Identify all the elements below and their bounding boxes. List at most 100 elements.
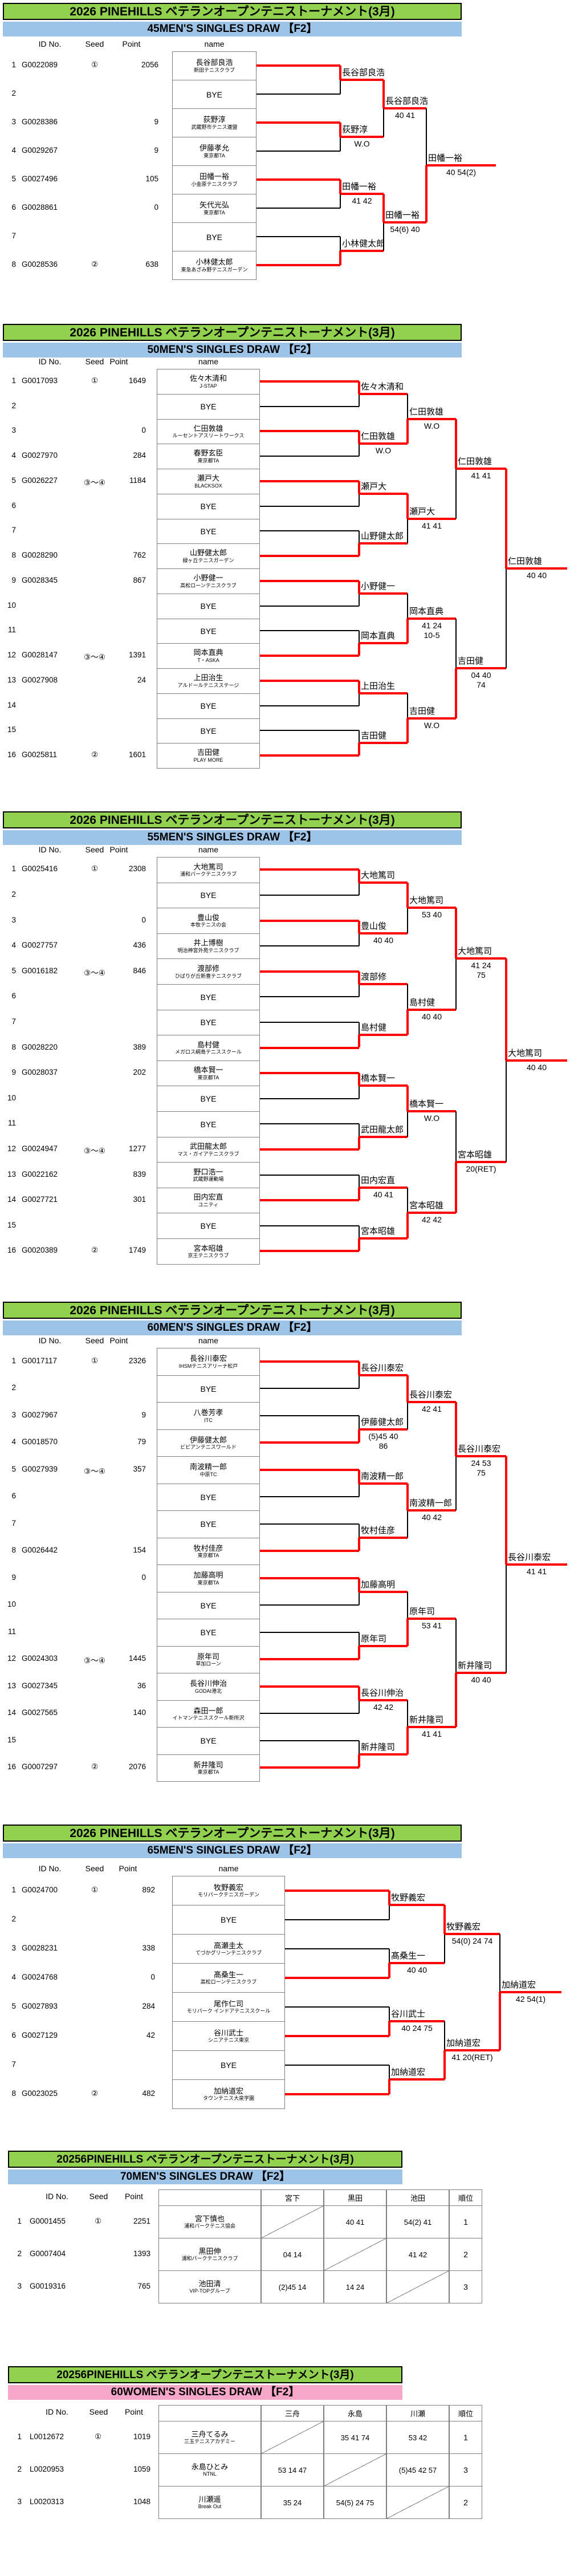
slot-point: 2076 [128,1762,146,1771]
winner-line [359,542,408,545]
slot-point: 105 [145,174,158,183]
bracket-line [260,705,359,706]
bracket-line [455,1456,457,1510]
slot-row-number: 13 [7,1169,16,1179]
bracket-line [359,1740,360,1754]
match-winner-label: 牧野義宏 [391,1893,426,1903]
match-score-label: W.O [424,720,440,730]
bracket-line [260,1604,359,1606]
bracket-line [256,151,340,152]
match-winner-label: 橋本賢一 [409,1099,444,1109]
player-box: BYE [172,222,256,251]
bracket-line [260,1388,359,1389]
winner-line [389,2078,445,2081]
match-winner-label: 小野健一 [361,581,396,591]
bracket-line [260,1174,359,1176]
section-subtitle-bar: 50MEN'S SINGLES DRAW 【F2】 [3,343,462,357]
bracket-line [359,693,360,706]
slot-id: G0028290 [22,551,58,560]
winner-line [359,1753,408,1756]
player-club: GODAI港北 [194,1688,222,1694]
slot-point: 0 [141,426,146,435]
player-name: 伊藤孝允 [199,144,229,153]
slot-id: G0027565 [22,1708,58,1717]
match-score-label: 40 40 [421,1011,442,1021]
bye-label: BYE [200,1119,217,1129]
winner-line [359,932,408,934]
bracket-line [358,1754,360,1768]
slot-seed: ② [91,2089,99,2098]
player-name: 仁田敦雄 [193,424,223,433]
slot-id: G0028861 [22,203,58,212]
player-club: シニアテニス東京 [207,2037,249,2043]
player-box: BYE [172,2050,285,2080]
winner-line [408,1212,456,1214]
player-box: 尾作仁司モリパーク インドアテニススクール [172,1992,285,2022]
player-name: 川瀬遥 [198,2494,221,2504]
player-box: 新井隆司東京都TA [157,1754,260,1782]
bracket-line [388,1890,390,1905]
slot-row-number: 6 [11,992,16,1001]
slot-point: 846 [133,966,146,975]
player-club: ITC [204,1417,213,1423]
bracket-line [407,984,408,1010]
match-score-label: 41 41 [421,521,442,530]
winner-line [359,1084,408,1087]
slot-row-number: 12 [7,1654,16,1663]
player-club: 新田テニスクラブ [193,67,235,73]
slot-id: G0026227 [22,476,58,485]
player-box: 牧野義宏モリパークテニスガーデン [172,1876,285,1905]
match-score-label: 04 40 74 [471,671,491,689]
player-box: BYE [157,693,260,719]
slot-seed: ① [91,1356,99,1365]
slot-point: 9 [141,1410,146,1419]
match-score-label: 54(6) 40 [390,225,420,234]
player-box: BYE [157,1619,260,1647]
bracket-line [406,1483,409,1510]
match-winner-label: 加納道宏 [391,2067,426,2077]
player-name: 野口浩一 [193,1167,223,1176]
bracket-line [455,1673,457,1727]
winner-line [408,1401,456,1403]
player-box: BYE [172,1905,285,1935]
slot-point: 2056 [141,60,158,69]
bracket-line [406,419,409,444]
slot-point: 0 [154,203,158,212]
column-header-name: name [198,357,219,366]
bracket-line [358,1537,360,1551]
player-name: 原年司 [197,1652,219,1661]
column-header-id: ID No. [46,2192,68,2201]
bracket-line [260,894,359,896]
match-score-label: 41 42 [352,196,372,205]
slot-id: G0027129 [22,2030,58,2039]
slot-row-number: 7 [11,526,16,535]
match-score-label: 42 42 [373,1702,394,1712]
winner-line [359,1034,408,1037]
slot-id: G0017117 [22,1356,58,1365]
bracket-line [358,680,360,693]
bracket-line [407,1111,408,1137]
winner-line [456,1672,506,1674]
slot-id: G0026442 [22,1546,58,1555]
slot-row-number: 2 [11,889,16,899]
bracket-line [340,237,341,251]
bracket-line [285,1889,389,1892]
bracket-line [406,882,409,908]
bracket-line [425,165,427,222]
bye-label: BYE [200,402,217,412]
player-club: 東急あざみ野テニスガーデン [181,266,248,273]
slot-row-number: 10 [7,600,16,610]
winner-line [408,517,456,520]
bracket-line [358,1469,360,1484]
bracket-line [406,718,409,743]
winner-line [426,164,496,166]
slot-row-number: 6 [11,1492,16,1501]
player-name: 尾作仁司 [213,1999,243,2008]
player-box: 長谷部良浩新田テニスクラブ [172,51,256,80]
player-name: 小野健一 [193,574,223,583]
match-score-label: 40 24 75 [401,2024,433,2033]
player-box: 髙桑生一高松ローンテニスクラブ [172,1963,285,1993]
section-title-bar: 2026 PINEHILLS ベテランオープンテニストーナメント(3月) [3,811,462,828]
slot-row-number: 10 [7,1093,16,1102]
